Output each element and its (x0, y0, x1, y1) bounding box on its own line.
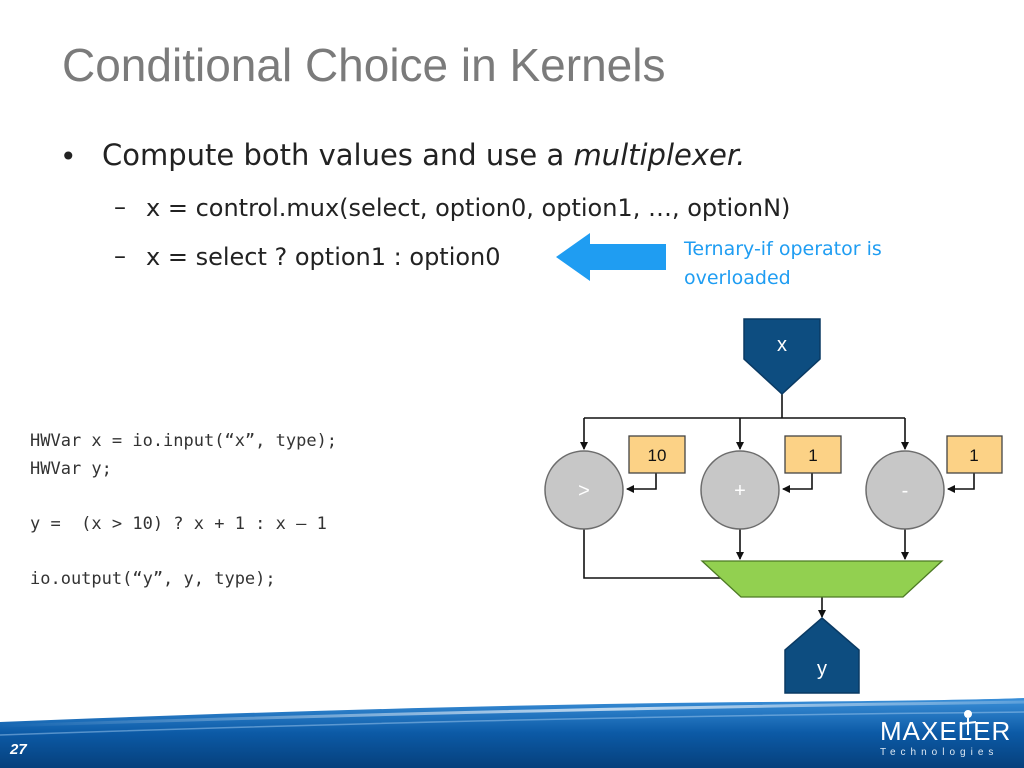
constant-box (946, 435, 1003, 474)
sub-bullet-marker: – (114, 242, 126, 270)
constant-value: 1 (969, 446, 978, 465)
code-line: io.output(“y”, y, type); (30, 568, 276, 589)
bullet-text: Compute both values and use a (102, 138, 574, 172)
operator-symbol: - (902, 480, 909, 502)
constant-box (784, 435, 842, 474)
input-wires (580, 394, 909, 450)
code-block: HWVar x = io.input(“x”, type); HWVar y; … (30, 428, 337, 593)
left-arrow-icon (556, 233, 666, 281)
callout-line: overloaded (684, 267, 791, 289)
callout-text: Ternary-if operator is overloaded (684, 235, 924, 293)
operator-symbol: > (578, 480, 590, 502)
output-node-label: y (817, 658, 827, 680)
logo-subtitle: Technologies (880, 747, 999, 758)
slide-title: Conditional Choice in Kernels (62, 39, 666, 91)
maxeler-figure-icon (959, 710, 977, 735)
input-node-x (743, 318, 821, 396)
constant-box (628, 435, 686, 474)
constant-wires (626, 473, 975, 493)
footer-band (0, 698, 1024, 768)
mux-input-wires (583, 529, 909, 618)
operator-node-plus (700, 450, 780, 530)
code-line: HWVar y; (30, 458, 112, 479)
operator-node-greater (544, 450, 624, 530)
logo-name: MAXELER (880, 716, 1012, 746)
callout-line: Ternary-if operator is (684, 238, 882, 260)
bullet-main: Compute both values and use a multiplexe… (102, 138, 745, 172)
output-node-y (784, 617, 860, 694)
sub-bullet-mux: x = control.mux(select, option0, option1… (146, 194, 791, 222)
input-node-label: x (777, 334, 787, 356)
sub-bullet-marker: – (114, 193, 126, 221)
constant-value: 1 (808, 446, 817, 465)
code-line: HWVar x = io.input(“x”, type); (30, 431, 338, 451)
multiplexer (700, 560, 944, 598)
operator-node-minus (865, 450, 945, 530)
operator-symbol: + (734, 480, 746, 502)
constant-value: 10 (648, 446, 667, 465)
bullet-emphasis: multiplexer. (573, 138, 746, 172)
sub-bullet-ternary: x = select ? option1 : option0 (146, 243, 501, 271)
code-line: y = (x > 10) ? x + 1 : x – 1 (30, 513, 327, 534)
page-number: 27 (10, 741, 27, 758)
bullet-marker: • (60, 140, 77, 173)
